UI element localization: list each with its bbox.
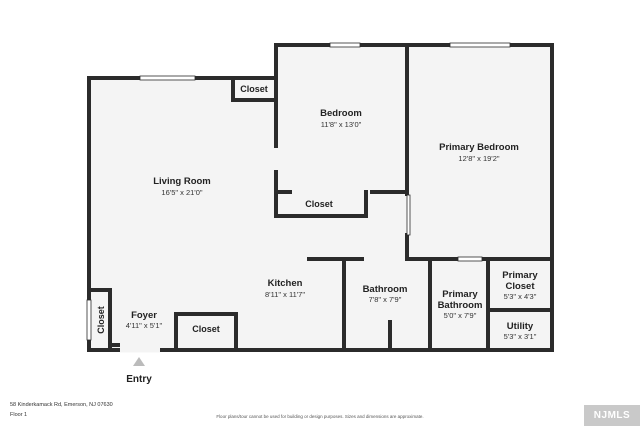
room-dim-foyer: 4'11" x 5'1" [126,321,163,330]
openings [120,148,279,353]
room-name-primary-bathroom-2: Bathroom [438,300,483,311]
room-name-primary-closet-1: Primary [502,270,538,281]
entry-arrow-icon [133,357,145,366]
floor-fill [89,45,552,350]
room-dim-bedroom: 11'8" x 13'0" [321,120,362,129]
room-name-utility: Utility [507,321,534,332]
room-name-foyer: Foyer [131,310,157,321]
room-dim-utility: 5'3" x 3'1" [504,332,537,341]
address-text: 58 Kinderkamack Rd, Emerson, NJ 07630 [10,402,113,408]
closet-label-lower: Closet [192,324,220,334]
room-name-bedroom: Bedroom [320,108,362,119]
room-name-kitchen: Kitchen [268,278,303,289]
room-name-living: Living Room [153,176,211,187]
closet-label-foyer-side: Closet [96,306,106,334]
room-dim-bathroom: 7'8" x 7'9" [369,295,402,304]
windows [86,42,511,341]
room-dim-living: 16'5" x 21'0" [161,188,202,197]
room-name-bathroom: Bathroom [363,284,408,295]
room-name-primary-closet-2: Closet [505,281,535,292]
room-dim-primary-bedroom: 12'8" x 19'2" [458,154,499,163]
room-name-primary-bedroom: Primary Bedroom [439,142,519,153]
room-dim-kitchen: 8'11" x 11'7" [265,290,305,299]
closet-label-top: Closet [240,84,268,94]
njmls-logo: NJMLS [584,405,640,426]
floor-text: Floor 1 [10,412,28,418]
room-name-primary-bathroom-1: Primary [442,289,478,300]
room-dim-primary-bathroom: 5'0" x 7'9" [444,311,477,320]
disclaimer-text: Floor plans/tour cannot be used for buil… [216,414,424,419]
floor-plan: Living Room 16'5" x 21'0" Bedroom 11'8" … [86,42,554,385]
entry-label: Entry [126,374,152,385]
room-dim-primary-closet: 5'3" x 4'3" [504,292,537,301]
closet-label-bedroom: Closet [305,199,333,209]
